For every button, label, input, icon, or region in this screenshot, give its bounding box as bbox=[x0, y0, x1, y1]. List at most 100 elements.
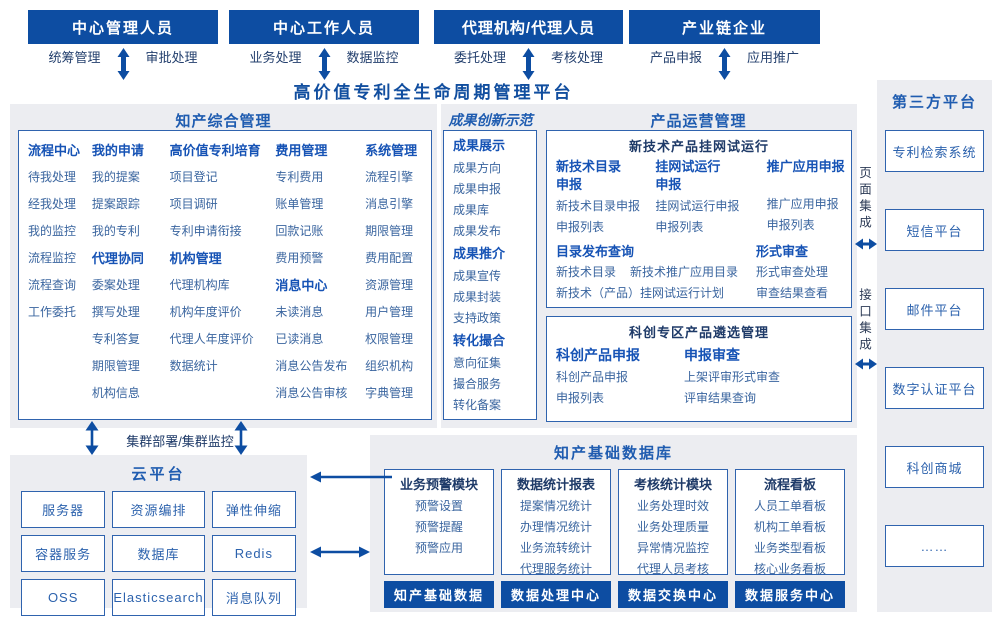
module-item: 业务处理时效 bbox=[636, 499, 709, 513]
role-title: 产业链企业 bbox=[629, 10, 820, 44]
cluster-label: 集群部署/集群监控 bbox=[126, 434, 234, 449]
module-item: 我的提案 bbox=[91, 170, 140, 184]
third-party-system: 专利检索系统 bbox=[885, 130, 984, 172]
module-item: 新技术推广应用目录 bbox=[630, 265, 739, 279]
cloud-service: 资源编排 bbox=[112, 491, 205, 528]
module-item: 用户管理 bbox=[365, 305, 414, 319]
role-duty-right: 审批处理 bbox=[145, 50, 198, 65]
module-item: 提案情况统计 bbox=[519, 499, 592, 513]
role-agency: 代理机构/代理人员 委托处理 考核处理 bbox=[434, 10, 623, 80]
ip-modules-box: 流程中心 待我处理经我处理我的监控流程监控流程查询工作委托 我的申请 我的提案提… bbox=[18, 130, 432, 420]
db-center-bar: 数据处理中心 bbox=[501, 581, 611, 608]
module-item: 代理服务统计 bbox=[519, 562, 592, 576]
module-item: 申报列表 bbox=[556, 391, 605, 405]
module-item: 办理情况统计 bbox=[519, 520, 592, 534]
horizontal-double-arrow-icon bbox=[855, 238, 877, 250]
module-group-title: 推广应用申报 bbox=[766, 159, 845, 174]
trial-column: 挂网试运行申报 挂网试运行申报申报列表 bbox=[655, 158, 766, 238]
module-item: 新技术（产品）挂网试运行计划 bbox=[556, 286, 725, 300]
module-item: 代理机构库 bbox=[169, 278, 230, 292]
module-group-title: 业务预警模块 bbox=[399, 477, 478, 492]
module-item: 专利答复 bbox=[91, 332, 140, 346]
module-item: 支持政策 bbox=[453, 311, 502, 325]
section-title: 知产基础数据库 bbox=[553, 445, 673, 462]
cloud-service: 消息队列 bbox=[211, 579, 296, 616]
module-item: 流程监控 bbox=[28, 251, 77, 265]
horizontal-double-arrow-icon bbox=[310, 546, 370, 558]
cloud-service: Redis bbox=[211, 535, 296, 572]
section-ip-database: 知产基础数据库 业务预警模块 预警设置预警提醒预警应用 知产基础数据 数据统计报… bbox=[370, 435, 857, 612]
module-item: 机构信息 bbox=[91, 386, 140, 400]
ip-column-fee: 费用管理 专利费用账单管理回款记账费用预警 消息中心 未读消息已读消息消息公告发… bbox=[275, 137, 365, 407]
module-item: 申报列表 bbox=[655, 220, 704, 234]
db-module-column: 业务预警模块 预警设置预警提醒预警应用 知产基础数据 bbox=[384, 469, 494, 608]
ip-column-cultivation: 高价值专利培育 项目登记项目调研专利申请衔接 机构管理 代理机构库机构年度评价代… bbox=[170, 137, 276, 407]
module-item: 待我处理 bbox=[28, 170, 77, 184]
section-title: 知产综合管理 bbox=[175, 113, 272, 130]
trial-column: 新技术目录申报 新技术目录申报申报列表 bbox=[556, 158, 655, 238]
role-industry-enterprise: 产业链企业 产品申报 应用推广 bbox=[629, 10, 820, 80]
module-item: 成果申报 bbox=[453, 182, 502, 196]
module-item: 科创产品申报 bbox=[556, 370, 629, 384]
module-item: 形式审查处理 bbox=[756, 265, 829, 279]
role-duty-left: 业务处理 bbox=[249, 50, 302, 65]
section-title: 成果创新示范 bbox=[448, 112, 533, 128]
vertical-double-arrow-icon bbox=[318, 48, 330, 80]
module-group-title: 机构管理 bbox=[169, 251, 222, 266]
module-group-title: 形式审查 bbox=[756, 244, 809, 259]
vertical-double-arrow-icon bbox=[718, 48, 731, 80]
section-ip-management: 知产综合管理 流程中心 待我处理经我处理我的监控流程监控流程查询工作委托 我的申… bbox=[10, 104, 437, 428]
module-item: 预警提醒 bbox=[414, 520, 463, 534]
db-module-box: 业务预警模块 预警设置预警提醒预警应用 bbox=[384, 469, 494, 575]
module-group-title: 申报审查 bbox=[684, 347, 740, 363]
role-duty-left: 统筹管理 bbox=[48, 50, 101, 65]
cloud-service: 数据库 bbox=[112, 535, 205, 572]
ip-column-process: 流程中心 待我处理经我处理我的监控流程监控流程查询工作委托 bbox=[28, 137, 92, 407]
module-group-title: 费用管理 bbox=[275, 143, 328, 158]
vertical-double-arrow-icon bbox=[522, 48, 535, 80]
api-integration-label: 接口集成 bbox=[857, 288, 871, 354]
third-party-system: 数字认证平台 bbox=[885, 367, 984, 409]
module-item: 审查结果查看 bbox=[756, 286, 829, 300]
module-group-title: 我的申请 bbox=[91, 143, 144, 158]
module-group-title: 科创产品申报 bbox=[556, 347, 640, 363]
module-group-title: 考核统计模块 bbox=[633, 477, 712, 492]
module-item: 成果发布 bbox=[453, 224, 502, 238]
module-item: 意向征集 bbox=[453, 356, 502, 370]
module-item: 费用配置 bbox=[365, 251, 414, 265]
section-title: 第三方平台 bbox=[891, 94, 977, 111]
module-item: 我的专利 bbox=[91, 224, 140, 238]
module-item: 权限管理 bbox=[365, 332, 414, 346]
module-group-title: 新技术目录申报 bbox=[556, 159, 622, 192]
formal-review-group: 形式审查 形式审查处理审查结果查看 bbox=[756, 241, 851, 304]
module-item: 项目登记 bbox=[169, 170, 218, 184]
sci-product-apply-group: 科创产品申报 科创产品申报申报列表 bbox=[556, 343, 684, 409]
db-center-bar: 知产基础数据 bbox=[384, 581, 494, 608]
module-item: 新技术目录 bbox=[556, 265, 617, 279]
third-party-system: 科创商城 bbox=[885, 446, 984, 488]
module-item: 字典管理 bbox=[365, 386, 414, 400]
role-duty-right: 数据监控 bbox=[346, 50, 399, 65]
platform-title: 高价值专利全生命周期管理平台 bbox=[293, 83, 574, 102]
module-item: 消息引擎 bbox=[365, 197, 414, 211]
module-group-title: 流程看板 bbox=[763, 477, 816, 492]
db-center-bar: 数据交换中心 bbox=[618, 581, 728, 608]
role-duty-left: 产品申报 bbox=[649, 50, 702, 65]
catalog-query-group: 目录发布查询 新技术目录 新技术推广应用目录 新技术（产品）挂网试运行计划 bbox=[556, 241, 756, 304]
module-group-title: 挂网试运行申报 bbox=[655, 159, 721, 192]
module-item: 撰写处理 bbox=[91, 305, 140, 319]
section-third-party: 第三方平台 专利检索系统短信平台邮件平台数字认证平台科创商城…… bbox=[877, 80, 992, 612]
ip-column-myapply: 我的申请 我的提案提案跟踪我的专利 代理协同 委案处理撰写处理专利答复期限管理机… bbox=[92, 137, 170, 407]
module-item: 流程查询 bbox=[28, 278, 77, 292]
role-duty-left: 委托处理 bbox=[453, 50, 506, 65]
module-group-title: 消息中心 bbox=[275, 278, 328, 293]
db-module-column: 流程看板 人员工单看板机构工单看板业务类型看板核心业务看板 数据服务中心 bbox=[735, 469, 845, 608]
db-module-box: 数据统计报表 提案情况统计办理情况统计业务流转统计代理服务统计 bbox=[501, 469, 611, 576]
module-item: 费用预警 bbox=[275, 251, 324, 265]
vertical-double-arrow-icon bbox=[85, 421, 99, 455]
role-title: 中心工作人员 bbox=[229, 10, 419, 44]
module-item: 推广应用申报 bbox=[766, 197, 839, 211]
online-trial-box: 新技术产品挂网试运行 新技术目录申报 新技术目录申报申报列表 挂网试运行申报 挂… bbox=[546, 130, 852, 308]
third-party-system: 短信平台 bbox=[885, 209, 984, 251]
